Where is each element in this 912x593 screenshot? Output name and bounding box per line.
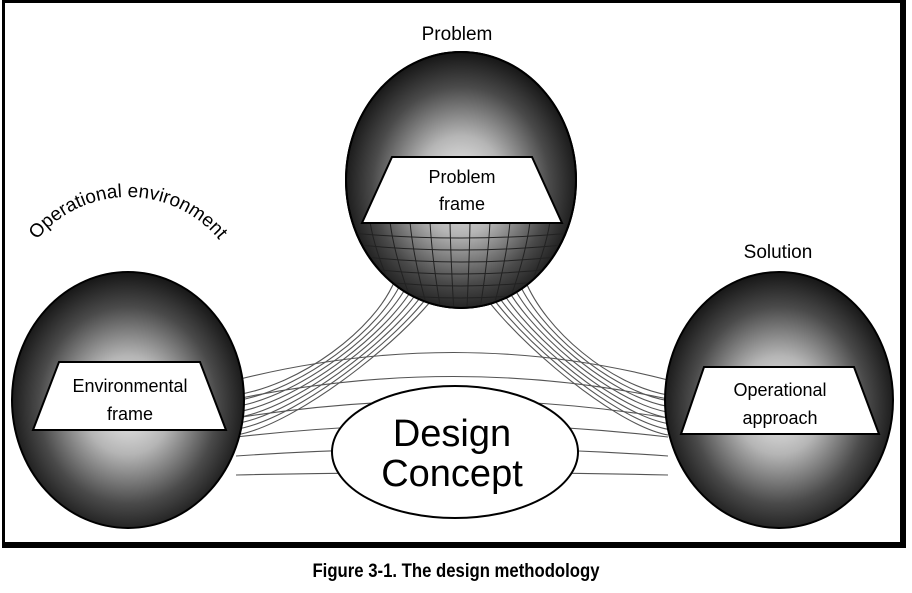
grid-line-vertical <box>479 221 491 308</box>
problem-frame-line1: Problem <box>428 167 495 187</box>
grid-line-vertical <box>429 221 442 308</box>
grid-line-vertical <box>492 221 511 308</box>
mesh-wire-cross <box>235 351 669 381</box>
problem-frame-shape <box>360 156 564 224</box>
design-concept-line2: Concept <box>381 453 523 495</box>
environmental-frame-line2: frame <box>107 404 153 424</box>
environmental-frame-line1: Environmental <box>72 376 187 396</box>
mesh-wire-right <box>500 276 669 413</box>
mesh-wire-right <box>508 277 669 407</box>
grid-line-vertical <box>449 221 455 308</box>
operational-approach-line2: approach <box>742 408 817 428</box>
solution-sphere: Operational approach <box>664 271 894 529</box>
figure-caption: Figure 3-1. The design methodology <box>312 561 600 582</box>
design-concept: Design Concept <box>331 385 579 519</box>
mesh-wire-right <box>524 279 669 396</box>
solution-label: Solution <box>744 242 813 263</box>
operational-approach-line1: Operational <box>733 380 826 400</box>
operational-approach-frame-shape <box>679 366 881 435</box>
mesh-wire-left <box>235 279 396 396</box>
grid-line-vertical <box>466 221 471 308</box>
mesh-wire-left <box>235 278 404 402</box>
operational-environment-sphere: Environmental frame <box>11 271 245 529</box>
mesh-wire-cross <box>235 376 669 400</box>
mesh-wire-left <box>235 277 412 407</box>
mesh-wire-right <box>516 278 669 402</box>
grid-line-horizontal <box>346 242 576 251</box>
problem-frame-line2: frame <box>439 194 485 214</box>
environmental-frame-shape <box>31 361 228 431</box>
problem-label: Problem <box>422 24 493 45</box>
grid-line-vertical <box>409 221 429 308</box>
operational-environment-label: Operational environment <box>25 181 232 244</box>
grid-line-horizontal <box>346 231 576 239</box>
design-concept-line1: Design <box>393 413 511 455</box>
problem-sphere: Problem frame <box>345 51 577 309</box>
